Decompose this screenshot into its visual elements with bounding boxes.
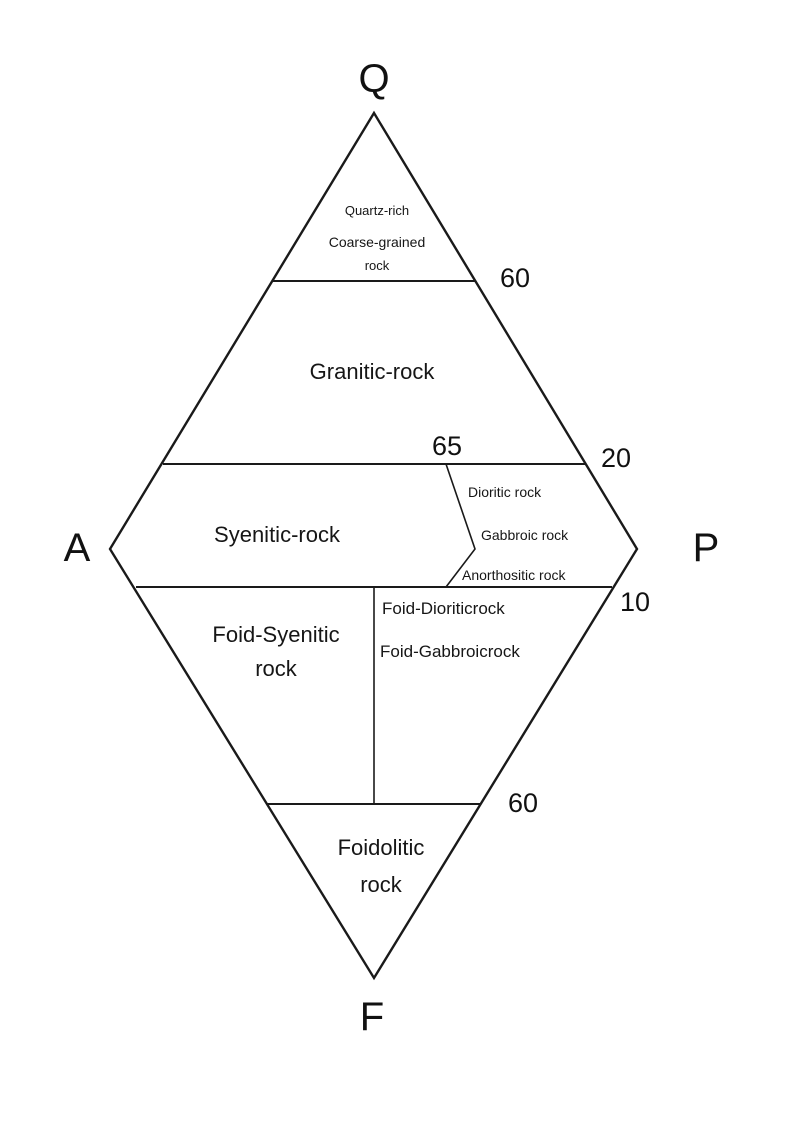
field-label-anorthositic: Anorthositic rock (462, 567, 566, 583)
field-label-coarse-grained-rock: rock (365, 258, 390, 273)
boundary-value-p65: 65 (432, 431, 462, 461)
field-label-foid-dioritic: Foid-Dioriticrock (382, 599, 505, 618)
vertex-label-a: A (64, 526, 91, 570)
field-label-gabbroic: Gabbroic rock (481, 527, 569, 543)
field-label-foid-syenitic: Foid-Syenitic (212, 622, 339, 647)
field-label-syenitic: Syenitic-rock (214, 522, 341, 547)
field-label-foid-gabbroic: Foid-Gabbroicrock (380, 642, 520, 661)
field-label-foidolitic: Foidolitic (338, 835, 425, 860)
boundary-value-q20: 20 (601, 443, 631, 473)
boundary-value-f10: 10 (620, 587, 650, 617)
vertex-label-q: Q (358, 57, 389, 101)
p65-boundary (445, 463, 476, 588)
vertex-label-f: F (360, 995, 384, 1039)
field-label-coarse-grained: Coarse-grained (329, 234, 426, 250)
field-label-quartz-rich: Quartz-rich (345, 203, 409, 218)
diagram-outline (108, 110, 639, 981)
field-label-dioritic: Dioritic rock (468, 484, 542, 500)
field-label-foidolitic-rock: rock (360, 872, 403, 897)
boundary-value-f60: 60 (508, 788, 538, 818)
field-label-granitic: Granitic-rock (310, 359, 436, 384)
field-label-foid-syenitic-rock: rock (255, 656, 298, 681)
boundary-value-q60: 60 (500, 263, 530, 293)
vertex-label-p: P (693, 526, 720, 570)
